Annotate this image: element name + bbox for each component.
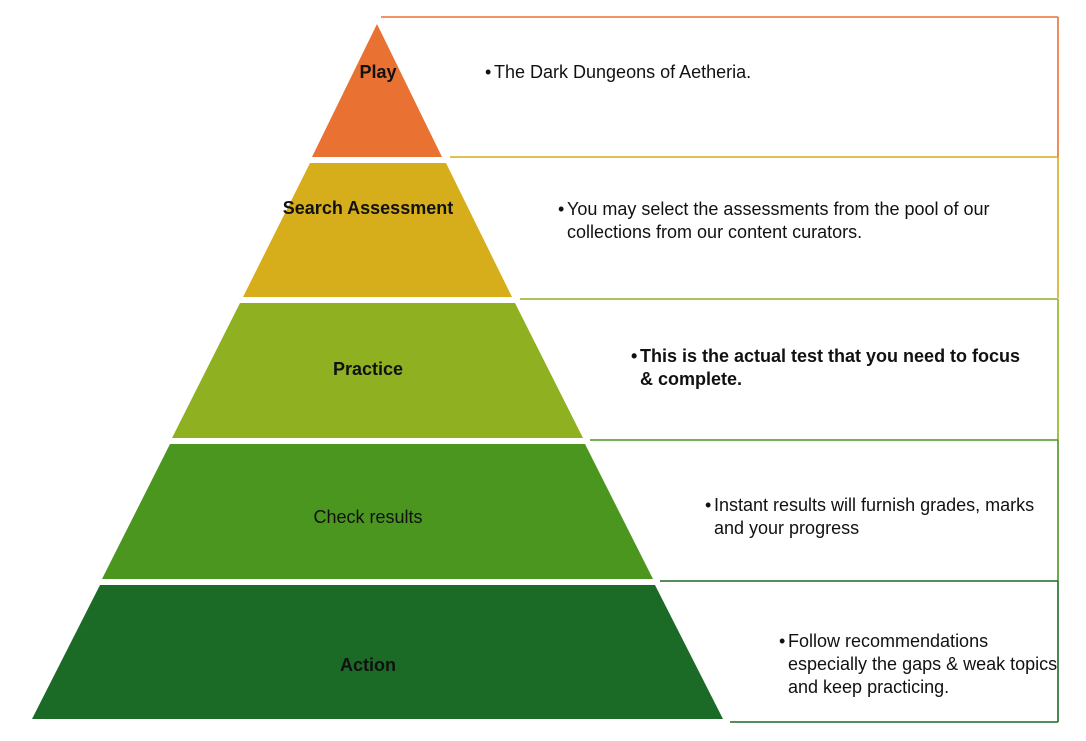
- level-box-search-assessment: [450, 156, 1059, 298]
- description-text: You may select the assessments from the …: [567, 199, 990, 242]
- level-box-practice: [520, 298, 1059, 440]
- level-box-action: [660, 580, 1059, 723]
- description-text: Instant results will furnish grades, mar…: [714, 495, 1035, 538]
- level-description-action: • Follow recommendations especially the …: [779, 630, 1058, 699]
- level-title-play: Play: [359, 62, 397, 82]
- bullet-icon: •: [779, 631, 786, 651]
- bullet-icon: •: [631, 346, 638, 366]
- pyramid-layer-action: [32, 585, 723, 719]
- level-description-practice: • This is the actual test that you need …: [631, 345, 1030, 391]
- bullet-icon: •: [705, 495, 712, 515]
- level-title-search-assessment: Search Assessment: [282, 198, 454, 218]
- level-description-search-assessment: • You may select the assessments from th…: [558, 198, 1057, 244]
- description-text: This is the actual test that you need to…: [640, 346, 1021, 389]
- level-description-play: • The Dark Dungeons of Aetheria.: [485, 61, 1034, 84]
- bullet-icon: •: [558, 199, 565, 219]
- pyramid-layer-check-results: [102, 444, 653, 579]
- level-title-action: Action: [340, 655, 396, 675]
- description-text: Follow recommendations especially the ga…: [788, 631, 1058, 697]
- pyramid-layer-play: [312, 24, 442, 157]
- level-box-check-results: [590, 439, 1059, 581]
- level-box-play: [381, 16, 1059, 157]
- level-description-check-results: • Instant results will furnish grades, m…: [705, 494, 1044, 540]
- pyramid-layer-practice: [172, 303, 583, 438]
- description-text: The Dark Dungeons of Aetheria.: [494, 62, 752, 82]
- bullet-icon: •: [485, 62, 492, 82]
- level-title-practice: Practice: [332, 359, 404, 379]
- level-title-check-results: Check results: [313, 507, 423, 527]
- pyramid-layer-search-assessment: [243, 163, 512, 297]
